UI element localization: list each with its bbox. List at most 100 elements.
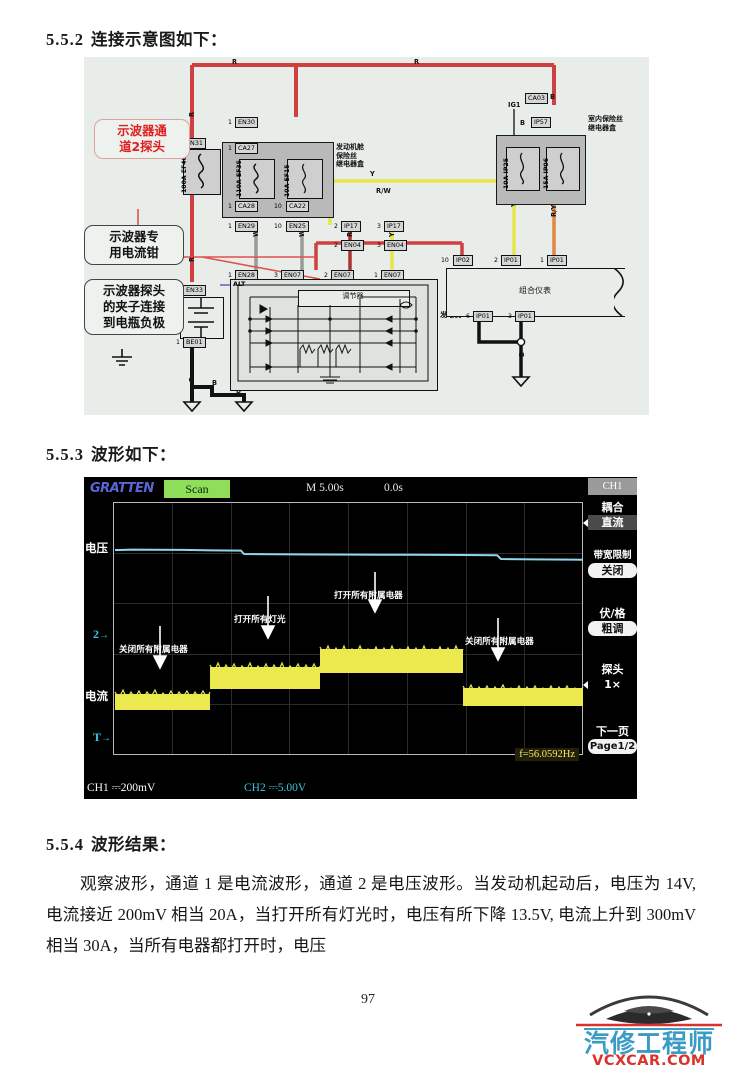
pin-number-ip17-b: 3	[377, 223, 381, 230]
menu-value-probe: 1×	[604, 678, 621, 691]
pin-number-ca28: 1	[228, 203, 232, 210]
wire-label-r-left: R	[188, 111, 196, 117]
wire-label-rw: R/W	[376, 187, 391, 195]
instrument-cluster-label: 组合仪表	[519, 286, 551, 295]
connector-ca22: CA22	[286, 201, 309, 212]
wire-label-r-top2: R	[414, 58, 420, 66]
menu-item-bandwidth-limit[interactable]: 带宽限制 关闭	[588, 549, 637, 578]
regulator-label: 调节器	[342, 292, 364, 300]
fuse-ip06-symbol	[559, 152, 565, 185]
connector-ip17-a: IP17	[341, 221, 361, 232]
section-heading-554: 5.5.4 波形结果：	[46, 831, 176, 855]
connector-en04-b: EN04	[384, 240, 407, 251]
wire-label-r-left2: R	[188, 256, 196, 262]
pin-number-en07-b: 2	[324, 272, 328, 279]
instrument-cluster-box	[446, 268, 625, 317]
pin-number-be01: 1	[176, 339, 180, 346]
menu-label-volts-div: 伏/格	[599, 607, 626, 620]
cluster-break-edge	[614, 268, 624, 316]
annotation-1: 打开所有灯光	[234, 615, 286, 625]
trigger-marker[interactable]: T→	[93, 730, 112, 744]
menu-label-coupling: 耦合	[601, 501, 624, 514]
logo-text: GRATTEN	[90, 481, 154, 496]
current-axis-label: 电流	[85, 689, 108, 703]
signal-label-b: B	[550, 93, 556, 101]
connector-ca03: CA03	[525, 93, 548, 104]
pin-number-en25: 10	[274, 223, 282, 230]
menu-item-coupling[interactable]: 耦合 直流	[583, 501, 637, 530]
pin-label-b-ip57: B	[520, 119, 526, 127]
connector-ip01-b: IP01	[547, 255, 567, 266]
connector-ip01-c: IP01	[473, 311, 493, 322]
watermark-cn-text: 汽修工程师	[583, 1029, 714, 1058]
regulator-box	[298, 290, 410, 307]
connector-be01: BE01	[183, 337, 206, 348]
callout-current-clamp: 示波器专 用电流钳	[84, 225, 184, 265]
pin-number-ca22: 10	[274, 203, 282, 210]
pin-number-ca27: 1	[228, 145, 232, 152]
ch1-scale-readout: CH1 ⎓200mV	[87, 782, 156, 794]
menu-value-coupling: 直流	[588, 515, 637, 530]
page-number: 97	[361, 992, 375, 1007]
alternator-tag: ALT	[233, 280, 246, 288]
wire-label-y2: Y	[370, 170, 375, 178]
section-number-554: 5.5.4	[46, 835, 84, 854]
menu-label-bandwidth-limit: 带宽限制	[593, 550, 632, 561]
section-title-553: 波形如下：	[91, 445, 176, 464]
body-paragraph: 观察波形，通道 1 是电流波形，通道 2 是电压波形。当发动机起动后，电压为 1…	[46, 874, 696, 955]
ch2-scale-readout: CH2 ⎓5.00V	[244, 782, 307, 794]
section-title-554: 波形结果：	[91, 835, 176, 854]
connector-ip01-a: IP01	[501, 255, 521, 266]
wiring-diagram: R R R R B B B W W R/L Y Y R/W Y R/Y B B …	[84, 57, 649, 415]
menu-header-ch1: CH1	[588, 478, 637, 495]
fuse-ef35-symbol	[253, 163, 259, 194]
scope-top-bar: GRATTEN Scan M 5.00s 0.0s	[84, 477, 637, 502]
connector-ip01-d: IP01	[515, 311, 535, 322]
voltage-axis-label: 电压	[85, 541, 108, 555]
connector-ca28: CA28	[235, 201, 258, 212]
menu-item-next-page[interactable]: 下一页 Page1/2	[588, 725, 637, 754]
frequency-measurement: f=56.0592Hz	[515, 748, 579, 761]
wire-label-b-left: B	[188, 376, 196, 382]
menu-arrow-coupling	[583, 519, 588, 527]
pin-number-en04-a: 2	[334, 242, 338, 249]
connector-en33: EN33	[183, 285, 206, 296]
pin-number-ip01-b: 1	[540, 257, 544, 264]
connector-ip02: IP02	[453, 255, 473, 266]
pin-number-en04-b: 3	[377, 242, 381, 249]
trigger-offset-readout: 0.0s	[384, 482, 403, 494]
gratten-logo: GRATTEN	[90, 481, 154, 496]
section-title-552: 连接示意图如下：	[91, 30, 227, 49]
pin-number-en07-a: 3	[274, 272, 278, 279]
menu-item-volts-div[interactable]: 伏/格 粗调	[588, 607, 637, 636]
menu-label-next-page: 下一页	[596, 725, 629, 738]
connector-ca27: CA27	[235, 143, 258, 154]
annotation-3: 关闭所有附属电器	[465, 637, 534, 647]
scan-mode-badge[interactable]: Scan	[164, 480, 230, 498]
callout-probe-ch2: 示波器通 道2探头	[94, 119, 190, 159]
menu-item-probe[interactable]: 探头 1×	[583, 663, 637, 692]
pin-number-en29: 1	[228, 223, 232, 230]
ch2-marker[interactable]: 2→	[93, 627, 109, 641]
oscilloscope-screen: GRATTEN Scan M 5.00s 0.0s	[84, 477, 637, 799]
fuse-ip25-symbol	[519, 152, 525, 185]
annotation-0: 关闭所有附属电器	[119, 645, 188, 655]
wire-label-b-bottom2: B	[236, 387, 242, 395]
indoor-fusebox-label: 室内保险丝 继电器盒	[588, 115, 623, 132]
menu-arrow-probe	[583, 681, 588, 689]
callout-probe-clip: 示波器探头 的夹子连接 到电瓶负极	[84, 279, 184, 335]
pin-number-ip02: 10	[441, 257, 449, 264]
wire-label-r-top: R	[232, 58, 238, 66]
connector-ip17-b: IP17	[384, 221, 404, 232]
pin-number-en28: 1	[228, 272, 232, 279]
fuse-ef15-symbol	[301, 163, 307, 194]
connector-en25: EN25	[286, 221, 309, 232]
menu-label-probe: 探头	[601, 663, 624, 676]
pin-number-en07-c: 1	[374, 272, 378, 279]
scope-side-menu: CH1 耦合 直流 带宽限制 关闭 伏/格 粗调 探头 1× 下一页	[583, 477, 637, 799]
menu-value-bandwidth-limit: 关闭	[588, 563, 637, 578]
car-logo-icon	[576, 995, 722, 1030]
